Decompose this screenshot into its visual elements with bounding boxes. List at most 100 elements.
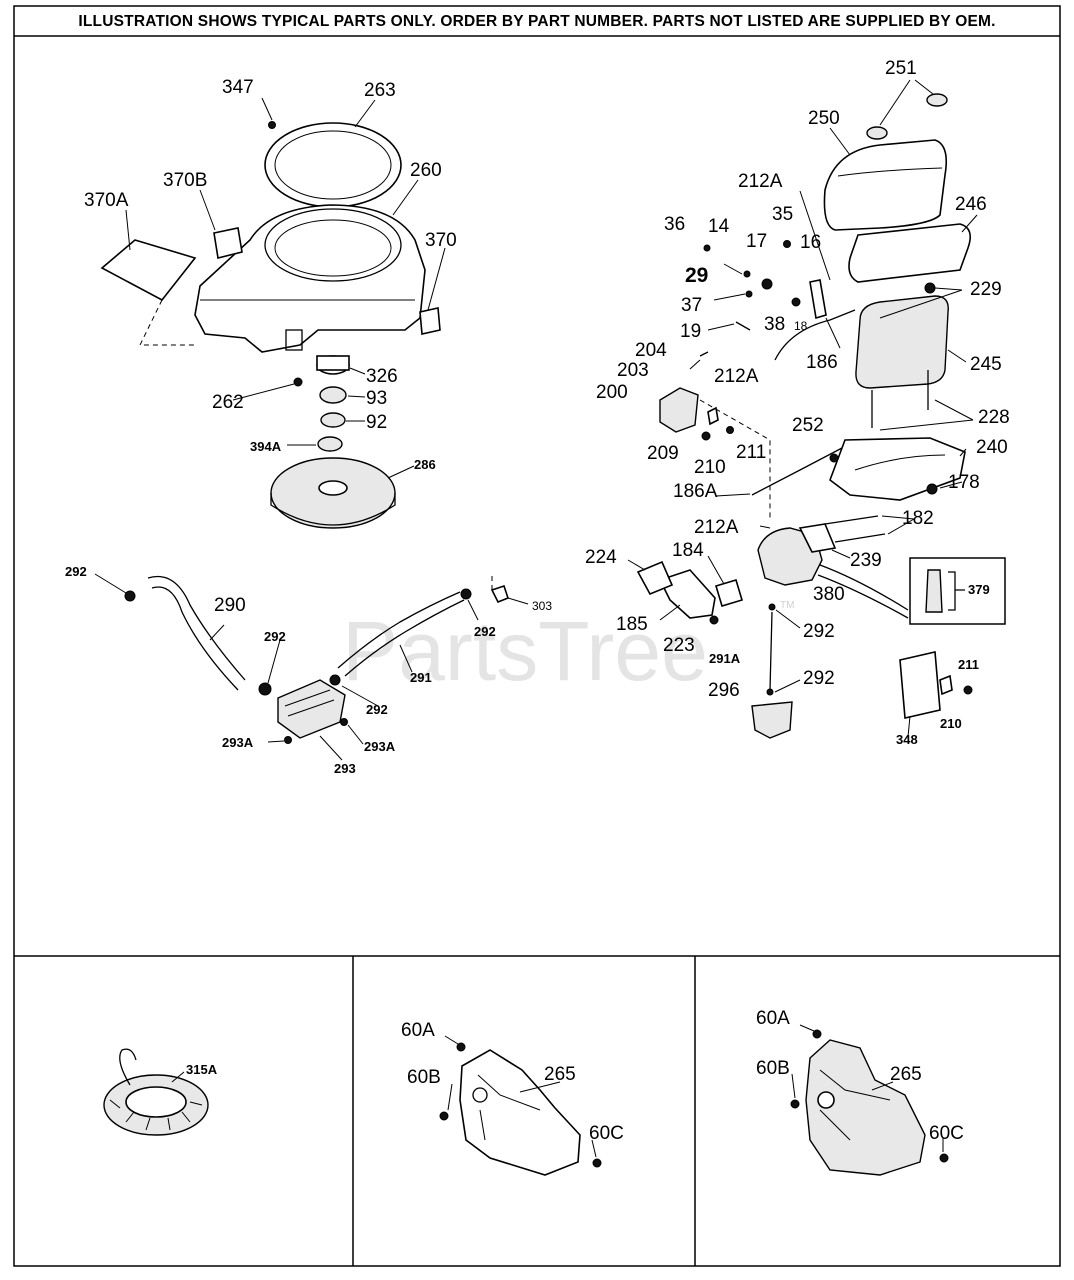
screw-293A-right bbox=[340, 718, 348, 726]
label-286: 286 bbox=[414, 457, 436, 472]
label-60B-right: 60B bbox=[756, 1058, 790, 1079]
label-60A-right: 60A bbox=[756, 1008, 790, 1029]
screw-60A-right bbox=[812, 1029, 822, 1039]
label-370B: 370B bbox=[163, 170, 207, 191]
hose-290 bbox=[147, 576, 246, 681]
label-370: 370 bbox=[425, 230, 457, 251]
clamp-292-carb bbox=[768, 603, 776, 611]
fitting-303 bbox=[490, 584, 509, 604]
rotating-screen-hub bbox=[318, 480, 348, 496]
shroud-265-right bbox=[805, 1039, 926, 1176]
watermark: PartsTree bbox=[342, 604, 708, 698]
label-35: 35 bbox=[772, 204, 793, 225]
label-293A-right: 293A bbox=[364, 739, 396, 754]
label-292-carb: 292 bbox=[803, 621, 835, 642]
link-186 bbox=[774, 309, 856, 361]
ring-315A-wire bbox=[119, 1048, 137, 1086]
washer-92 bbox=[320, 412, 346, 428]
label-265-left: 265 bbox=[544, 1064, 576, 1085]
screw-293A-left bbox=[284, 736, 292, 744]
ring-315A-teeth bbox=[109, 1099, 203, 1131]
gasket-224 bbox=[636, 560, 674, 596]
bolt-182-bottom bbox=[834, 533, 886, 543]
label-315A: 315A bbox=[186, 1062, 218, 1077]
label-18: 18 bbox=[794, 319, 808, 333]
solenoid-box-379 bbox=[909, 557, 1006, 625]
gasket-184 bbox=[715, 579, 743, 607]
washer-37 bbox=[745, 290, 753, 298]
rotating-screen-rim bbox=[270, 493, 396, 526]
screw-223 bbox=[709, 615, 719, 625]
watermark-trademark: TM bbox=[780, 600, 794, 611]
label-14: 14 bbox=[708, 216, 730, 237]
label-293A-left: 293A bbox=[222, 735, 254, 750]
control-bracket bbox=[659, 387, 699, 433]
shroud-265-left-hole bbox=[472, 1087, 488, 1103]
label-212A-low: 212A bbox=[694, 517, 739, 538]
label-19: 19 bbox=[680, 321, 701, 342]
air-cleaner-group bbox=[823, 93, 971, 543]
clamp-292-pump bbox=[329, 674, 341, 686]
wire-harness bbox=[819, 564, 909, 611]
lever-16 bbox=[809, 279, 827, 320]
label-245: 245 bbox=[970, 354, 1002, 375]
clamp-210 bbox=[707, 406, 719, 426]
label-223: 223 bbox=[663, 635, 695, 656]
blower-housing-group bbox=[100, 121, 441, 529]
label-60A-left: 60A bbox=[401, 1020, 435, 1041]
knob-251-right bbox=[926, 93, 948, 107]
hose-291-b bbox=[344, 599, 465, 677]
bracket-348 bbox=[899, 651, 941, 719]
label-60C-right: 60C bbox=[929, 1123, 964, 1144]
screw-60A-left bbox=[456, 1042, 466, 1052]
hose-290-b bbox=[151, 586, 239, 691]
blower-housing-port bbox=[285, 329, 303, 351]
part-labels: 347 263 260 370A 370B 370 326 262 93 92 … bbox=[65, 58, 1010, 776]
label-182: 182 bbox=[902, 508, 934, 529]
knob-251-left bbox=[866, 126, 888, 140]
panel-1-ring: 315A bbox=[103, 1048, 218, 1136]
label-292-pump: 292 bbox=[366, 702, 388, 717]
hose-291 bbox=[337, 591, 461, 669]
air-filter-element bbox=[855, 295, 949, 389]
nut-38 bbox=[791, 297, 801, 307]
clamp-292-right bbox=[460, 588, 472, 600]
outer-frame bbox=[13, 5, 1061, 1267]
base-channel bbox=[854, 454, 946, 471]
label-186A: 186A bbox=[673, 481, 718, 502]
clamp-210-b bbox=[939, 674, 953, 696]
clamp-292-left bbox=[124, 590, 136, 602]
label-292-left: 292 bbox=[65, 564, 87, 579]
nut-93 bbox=[319, 386, 347, 404]
blower-housing-opening bbox=[264, 208, 402, 282]
clamp-292-hose bbox=[258, 682, 272, 696]
label-38: 38 bbox=[764, 314, 785, 335]
decal-370B bbox=[213, 227, 243, 259]
label-210: 210 bbox=[694, 457, 726, 478]
label-380: 380 bbox=[813, 584, 845, 605]
screw-178 bbox=[926, 483, 938, 495]
label-251: 251 bbox=[885, 58, 917, 79]
label-379: 379 bbox=[968, 582, 990, 597]
label-252: 252 bbox=[792, 415, 824, 436]
washer-394A bbox=[317, 436, 343, 452]
precleaner bbox=[848, 223, 971, 283]
decal-370A bbox=[100, 239, 197, 302]
label-212A-mid: 212A bbox=[714, 366, 759, 387]
carburetor bbox=[757, 527, 823, 586]
screw-60C-left bbox=[592, 1158, 602, 1168]
screen-ring bbox=[264, 122, 402, 208]
label-36: 36 bbox=[664, 214, 685, 235]
label-224: 224 bbox=[585, 547, 617, 568]
label-29: 29 bbox=[685, 264, 708, 287]
nut-252 bbox=[829, 453, 839, 463]
label-185: 185 bbox=[616, 614, 648, 635]
label-296: 296 bbox=[708, 680, 740, 701]
label-200: 200 bbox=[596, 382, 628, 403]
screen-ring-inner bbox=[274, 130, 392, 200]
blower-housing-opening-inner bbox=[274, 219, 392, 277]
label-210-b: 210 bbox=[940, 716, 962, 731]
shroud-265-right-hole bbox=[817, 1091, 835, 1109]
panel-3-shroud: 60A 60B 265 60C bbox=[756, 1008, 964, 1176]
